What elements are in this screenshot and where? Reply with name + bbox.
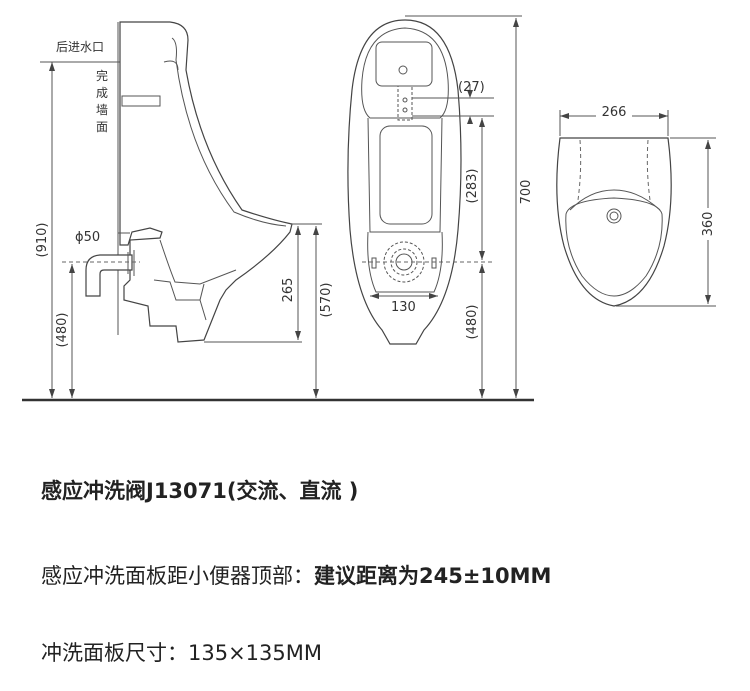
dim-700: 700 xyxy=(519,180,534,205)
side-body xyxy=(119,21,293,343)
dim-266: 266 xyxy=(602,105,627,120)
panel-size-line: 冲洗面板尺寸：135×135MM xyxy=(41,641,322,665)
top-view: 266 360 xyxy=(556,104,716,307)
top-body xyxy=(556,137,672,307)
dim-570: (570) xyxy=(319,283,334,318)
front-bowl xyxy=(379,125,433,225)
pipe-label: ϕ50 xyxy=(75,230,100,245)
wall-label-1: 完 xyxy=(96,68,108,83)
dim-480-right: (480) xyxy=(465,305,480,340)
panel-distance-label: 感应冲洗面板距小便器顶部： xyxy=(41,564,314,588)
dim-130: 130 xyxy=(391,300,416,315)
dim-27: (27) xyxy=(458,80,485,95)
side-view: 后进水口 完 成 墙 面 ϕ50 (910) (480) xyxy=(35,21,334,398)
dim-outlet-480: (480) xyxy=(55,313,70,348)
front-view: (27) (283) (480) 700 130 xyxy=(347,15,534,398)
valve-model-title: 感应冲洗阀J13071(交流、直流 ) xyxy=(41,479,359,503)
panel-distance-line: 感应冲洗面板距小便器顶部：建议距离为245±10MM xyxy=(41,560,551,590)
dim-height-910: (910) xyxy=(35,223,50,258)
wall-label-3: 墙 xyxy=(96,103,108,117)
dim-265: 265 xyxy=(281,278,296,303)
dim-360: 360 xyxy=(701,212,716,237)
front-body xyxy=(347,19,462,345)
urinal-dimension-drawing: 后进水口 完 成 墙 面 ϕ50 (910) (480) xyxy=(22,15,716,402)
wall-label-2: 成 xyxy=(96,86,108,100)
dim-283: (283) xyxy=(465,169,480,204)
panel-distance-value: 建议距离为245±10MM xyxy=(314,564,552,588)
outlet-pipe xyxy=(85,254,133,297)
wall-label-4: 面 xyxy=(96,120,108,134)
valve-box xyxy=(397,85,413,121)
inlet-label: 后进水口 xyxy=(56,40,104,54)
